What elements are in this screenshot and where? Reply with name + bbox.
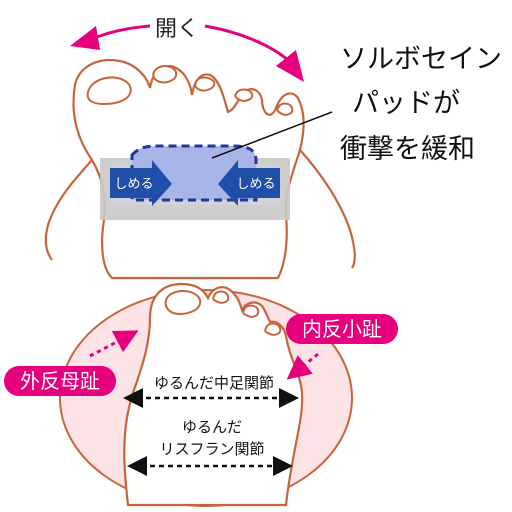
left-badge-bg [4,366,116,396]
top-foot-side-right [299,149,356,269]
big-toe-nail [86,76,132,106]
toe-nail-4 [234,88,254,102]
open-arrow-right-head-icon [276,50,304,82]
bottom-big-toe-nail [164,290,202,316]
right-badge-label: 内反小趾 [302,317,382,341]
callout-line-2: パッドが [352,88,460,119]
right-badge-bg [286,314,398,344]
top-foot-side-left [44,159,93,261]
band-left-label: しめる [114,177,153,192]
lisfranc-joint-label-line-1: ゆるんだ [182,418,242,436]
callout-leader-line [211,111,333,159]
toe-nail-5 [276,102,294,116]
band-right-arrow-icon [218,160,280,206]
open-label: 開く [155,17,199,42]
band-right-label: しめる [236,177,275,192]
toe-nail-3 [194,76,216,92]
bunion-pointer-icon [89,330,139,358]
bottom-toe-nail-2 [212,290,230,304]
left-badge: 外反母趾 [4,366,116,396]
lisfranc-joint-label-line-2: リスフラン関節 [159,440,264,458]
metatarsal-joint-label: ゆるんだ中足関節 [154,374,274,392]
callout-line-1: ソルボセイン [340,44,502,75]
bottom-toe-nail-3 [242,304,260,318]
left-badge-label: 外反母趾 [20,369,100,393]
open-arrow-right-icon [204,24,289,62]
right-badge: 内反小趾 [286,314,398,344]
callout-line-3: 衝撃を緩和 [340,134,475,165]
bottom-toe-nail-4 [264,322,282,336]
toe-nail-2 [152,65,178,84]
open-arrow-left-head-icon [70,26,100,50]
band-left-arrow-icon [110,160,172,206]
open-arrow-left-icon [89,24,151,42]
